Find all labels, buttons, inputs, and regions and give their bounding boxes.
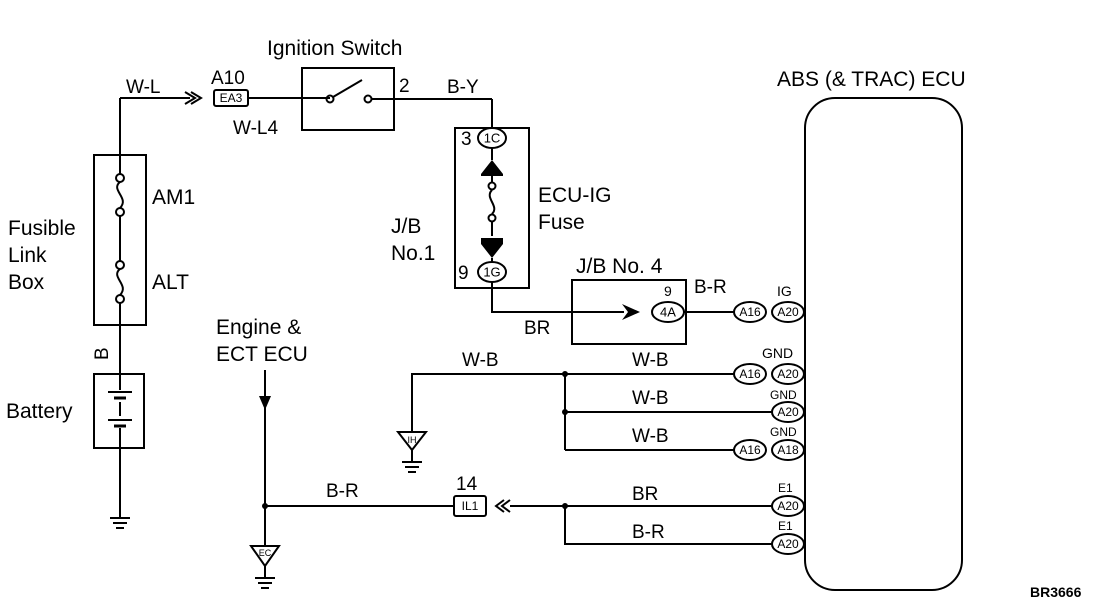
connector-label-pin3: 3	[461, 129, 472, 150]
wire-label-br-e1: BR	[632, 484, 658, 505]
connector-label-il1: IL1	[462, 499, 479, 513]
wire-label-br-jb: BR	[524, 318, 550, 339]
connector-arrow-a10	[184, 91, 203, 105]
ignition-switch-contact-left	[325, 94, 335, 104]
ecu-body	[804, 97, 963, 591]
ecu-title: ABS (& TRAC) ECU	[777, 68, 966, 91]
ground-point-ec	[249, 545, 281, 568]
connector-il1-arrow	[494, 499, 511, 513]
connector-a20-e1a	[771, 495, 805, 517]
wire-wb-ground	[411, 373, 565, 432]
ground-label-ec: EC	[259, 548, 272, 558]
connector-a20-gnd2	[771, 401, 805, 423]
connector-label-a16-ig: A16	[739, 305, 761, 319]
ground-label-ih: IH	[408, 435, 417, 445]
engine-ecu-arrow	[259, 396, 271, 410]
connector-label-1c: 1C	[484, 131, 501, 146]
ecu-ig-fuse-bottom-terminal	[487, 213, 497, 223]
fusible-link-box-label-line3: Box	[8, 271, 45, 294]
engine-ecu-label-line1: Engine &	[216, 316, 301, 339]
wire-label-wb-ground: W-B	[462, 350, 499, 371]
ignition-switch-label: Ignition Switch	[267, 37, 402, 60]
connector-label-a16-gnd1: A16	[739, 367, 761, 381]
connector-label-pin9-jb1: 9	[458, 263, 469, 284]
ground-symbol-battery	[110, 517, 130, 529]
alt-fuse-label: ALT	[152, 271, 189, 294]
ignition-switch-blade	[332, 79, 363, 98]
connector-a20-gnd1	[771, 363, 805, 385]
fuse-connector-down-arrow	[481, 238, 503, 258]
terminal-label-gnd1: GND	[762, 345, 793, 361]
connector-label-a20-gnd1: A20	[777, 367, 799, 381]
terminal-label-e1a: E1	[778, 481, 793, 495]
wire-label-wl: W-L	[126, 77, 160, 98]
wire-label-by: B-Y	[447, 77, 479, 98]
wire-label-wb3: W-B	[632, 426, 669, 447]
ecu-ig-fuse-top-terminal	[487, 181, 497, 191]
terminal-label-gnd3: GND	[770, 425, 797, 439]
connector-a16-ig	[733, 301, 767, 323]
wire-br-e1b	[564, 506, 772, 545]
ecu-ig-fuse-label-line1: ECU-IG	[538, 184, 612, 207]
wire-label-br-engine: B-R	[326, 481, 359, 502]
terminal-label-ig: IG	[777, 283, 792, 299]
fusible-link-box-label-line2: Link	[8, 244, 47, 267]
connector-a16-gnd3	[733, 439, 767, 461]
ignition-switch-contact-right	[363, 94, 373, 104]
connector-label-a16-gnd3: A16	[739, 443, 761, 457]
wire-label-wb1: W-B	[632, 350, 669, 371]
terminal-label-e1b: E1	[778, 519, 793, 533]
engine-ecu-label-line2: ECT ECU	[216, 343, 308, 366]
connector-label-ea3: EA3	[220, 91, 243, 105]
connector-label-a20-e1a: A20	[777, 499, 799, 513]
jb-no1-label-line2: No.1	[391, 242, 435, 265]
ecu-ig-fuse-element	[488, 189, 496, 215]
wire-br-jb	[491, 282, 624, 313]
connector-label-a20-e1b: A20	[777, 537, 799, 551]
wire-label-wb2: W-B	[632, 388, 669, 409]
ground-point-ih	[395, 431, 429, 452]
fusible-link-box-label-line1: Fusible	[8, 217, 76, 240]
connector-label-a20-ig: A20	[777, 305, 799, 319]
am1-fuse-symbol	[115, 173, 125, 217]
ground-symbol-ih	[402, 461, 422, 473]
wire-label-br-to-ecu: B-R	[694, 277, 727, 298]
fuse-connector-up-arrow	[481, 160, 503, 176]
connector-label-a10: A10	[211, 68, 245, 89]
connector-il1-box	[453, 495, 487, 517]
diagram-code: BR3666	[1030, 584, 1082, 600]
connector-label-a20-gnd2: A20	[777, 405, 799, 419]
connector-a18-gnd3	[771, 439, 805, 461]
connector-label-il1-pin: 14	[456, 474, 478, 495]
wire-label-wl4: W-L4	[233, 118, 278, 139]
battery-symbol	[108, 374, 132, 448]
wire-label-b-battery: B	[92, 347, 113, 360]
battery-label: Battery	[6, 400, 73, 423]
connector-a20-e1b	[771, 533, 805, 555]
connector-label-4a: 4A	[660, 305, 676, 320]
connector-label-a18-gnd3: A18	[777, 443, 799, 457]
am1-fuse-label: AM1	[152, 186, 195, 209]
alt-fuse-symbol	[115, 260, 125, 304]
terminal-label-gnd2: GND	[770, 388, 797, 402]
ground-symbol-ec	[255, 577, 275, 589]
connector-label-ign-pin: 2	[399, 76, 410, 97]
jb-no4-connector-arrow	[622, 304, 640, 320]
connector-a16-gnd1	[733, 363, 767, 385]
ecu-ig-fuse-label-line2: Fuse	[538, 211, 585, 234]
connector-label-pin9-jb4: 9	[664, 283, 672, 299]
connector-label-1g: 1G	[483, 265, 500, 280]
wire-label-br-e1b: B-R	[632, 522, 665, 543]
jb-no4-label: J/B No. 4	[576, 255, 663, 278]
jb-no1-label-line1: J/B	[391, 215, 421, 238]
